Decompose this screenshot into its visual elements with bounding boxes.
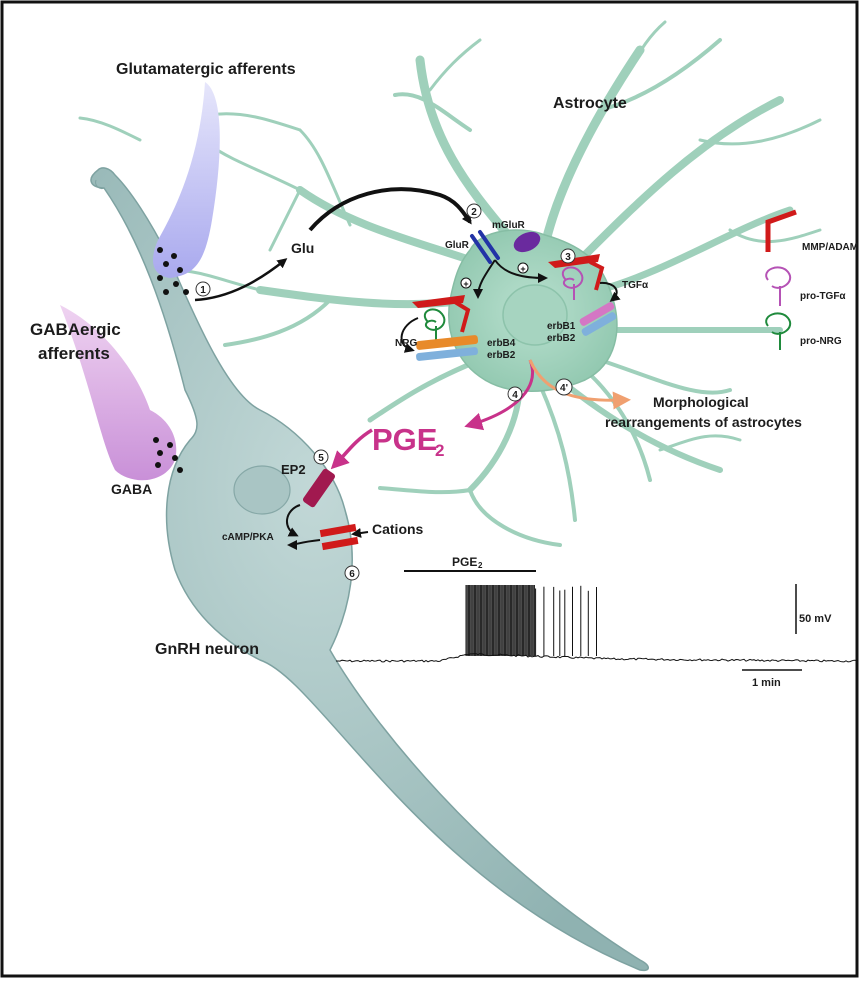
glu-label: Glu — [291, 240, 314, 256]
ep2-label: EP2 — [281, 462, 306, 477]
step-6-marker: 6 — [345, 566, 359, 580]
erbb1-label: erbB1 — [547, 321, 576, 332]
svg-text:1: 1 — [200, 285, 206, 296]
pro-nrg-legend-label: pro-NRG — [800, 336, 842, 347]
cations-label: Cations — [372, 521, 424, 537]
step-4prime-marker: 4' — [556, 379, 572, 395]
glur-label: GluR — [445, 240, 470, 251]
svg-text:PGE: PGE — [452, 555, 477, 569]
step-4-marker: 4 — [508, 387, 522, 401]
step-5-marker: 5 — [314, 450, 328, 464]
camp-pka-label: cAMP/PKA — [222, 532, 274, 543]
gabaergic-label-line1: GABAergic — [30, 320, 121, 339]
pge2-main-label: PGE 2 — [372, 422, 444, 460]
svg-text:1 min: 1 min — [752, 677, 781, 689]
tgfa-label: TGFα — [622, 280, 649, 291]
svg-text:2: 2 — [478, 561, 483, 570]
step-3-marker: 3 — [561, 249, 575, 263]
step-1-marker: 1 — [196, 282, 210, 296]
svg-text:PGE: PGE — [372, 422, 437, 457]
svg-text:6: 6 — [349, 569, 355, 580]
mmp-adam-legend-label: MMP/ADAM — [802, 242, 858, 253]
erbb2-left-label: erbB2 — [487, 350, 516, 361]
gnrh-neuron-label: GnRH neuron — [155, 641, 259, 658]
gabaergic-label-line2: afferents — [38, 344, 110, 363]
svg-text:+: + — [520, 264, 525, 274]
svg-text:50 mV: 50 mV — [799, 613, 832, 625]
mglur-label: mGluR — [492, 220, 526, 231]
morphology-label-line1: Morphological — [653, 394, 749, 410]
corner-patch — [4, 4, 96, 94]
pro-tgfa-legend-label: pro-TGFα — [800, 291, 846, 302]
step-2-marker: 2 — [467, 204, 481, 218]
svg-text:+: + — [463, 279, 468, 289]
svg-text:5: 5 — [318, 453, 324, 464]
svg-text:4: 4 — [512, 390, 518, 401]
svg-text:3: 3 — [565, 252, 571, 263]
svg-text:2: 2 — [435, 441, 444, 460]
erbb2-right-label: erbB2 — [547, 333, 576, 344]
nrg-label: NRG — [395, 338, 417, 349]
glutamatergic-label: Glutamatergic afferents — [116, 61, 296, 78]
svg-text:4': 4' — [560, 383, 568, 394]
erbb4-label: erbB4 — [487, 338, 516, 349]
astrocyte-label: Astrocyte — [553, 95, 627, 112]
gaba-label: GABA — [111, 481, 152, 497]
morphology-label-line2: rearrangements of astrocytes — [605, 414, 802, 430]
svg-text:2: 2 — [471, 207, 477, 218]
